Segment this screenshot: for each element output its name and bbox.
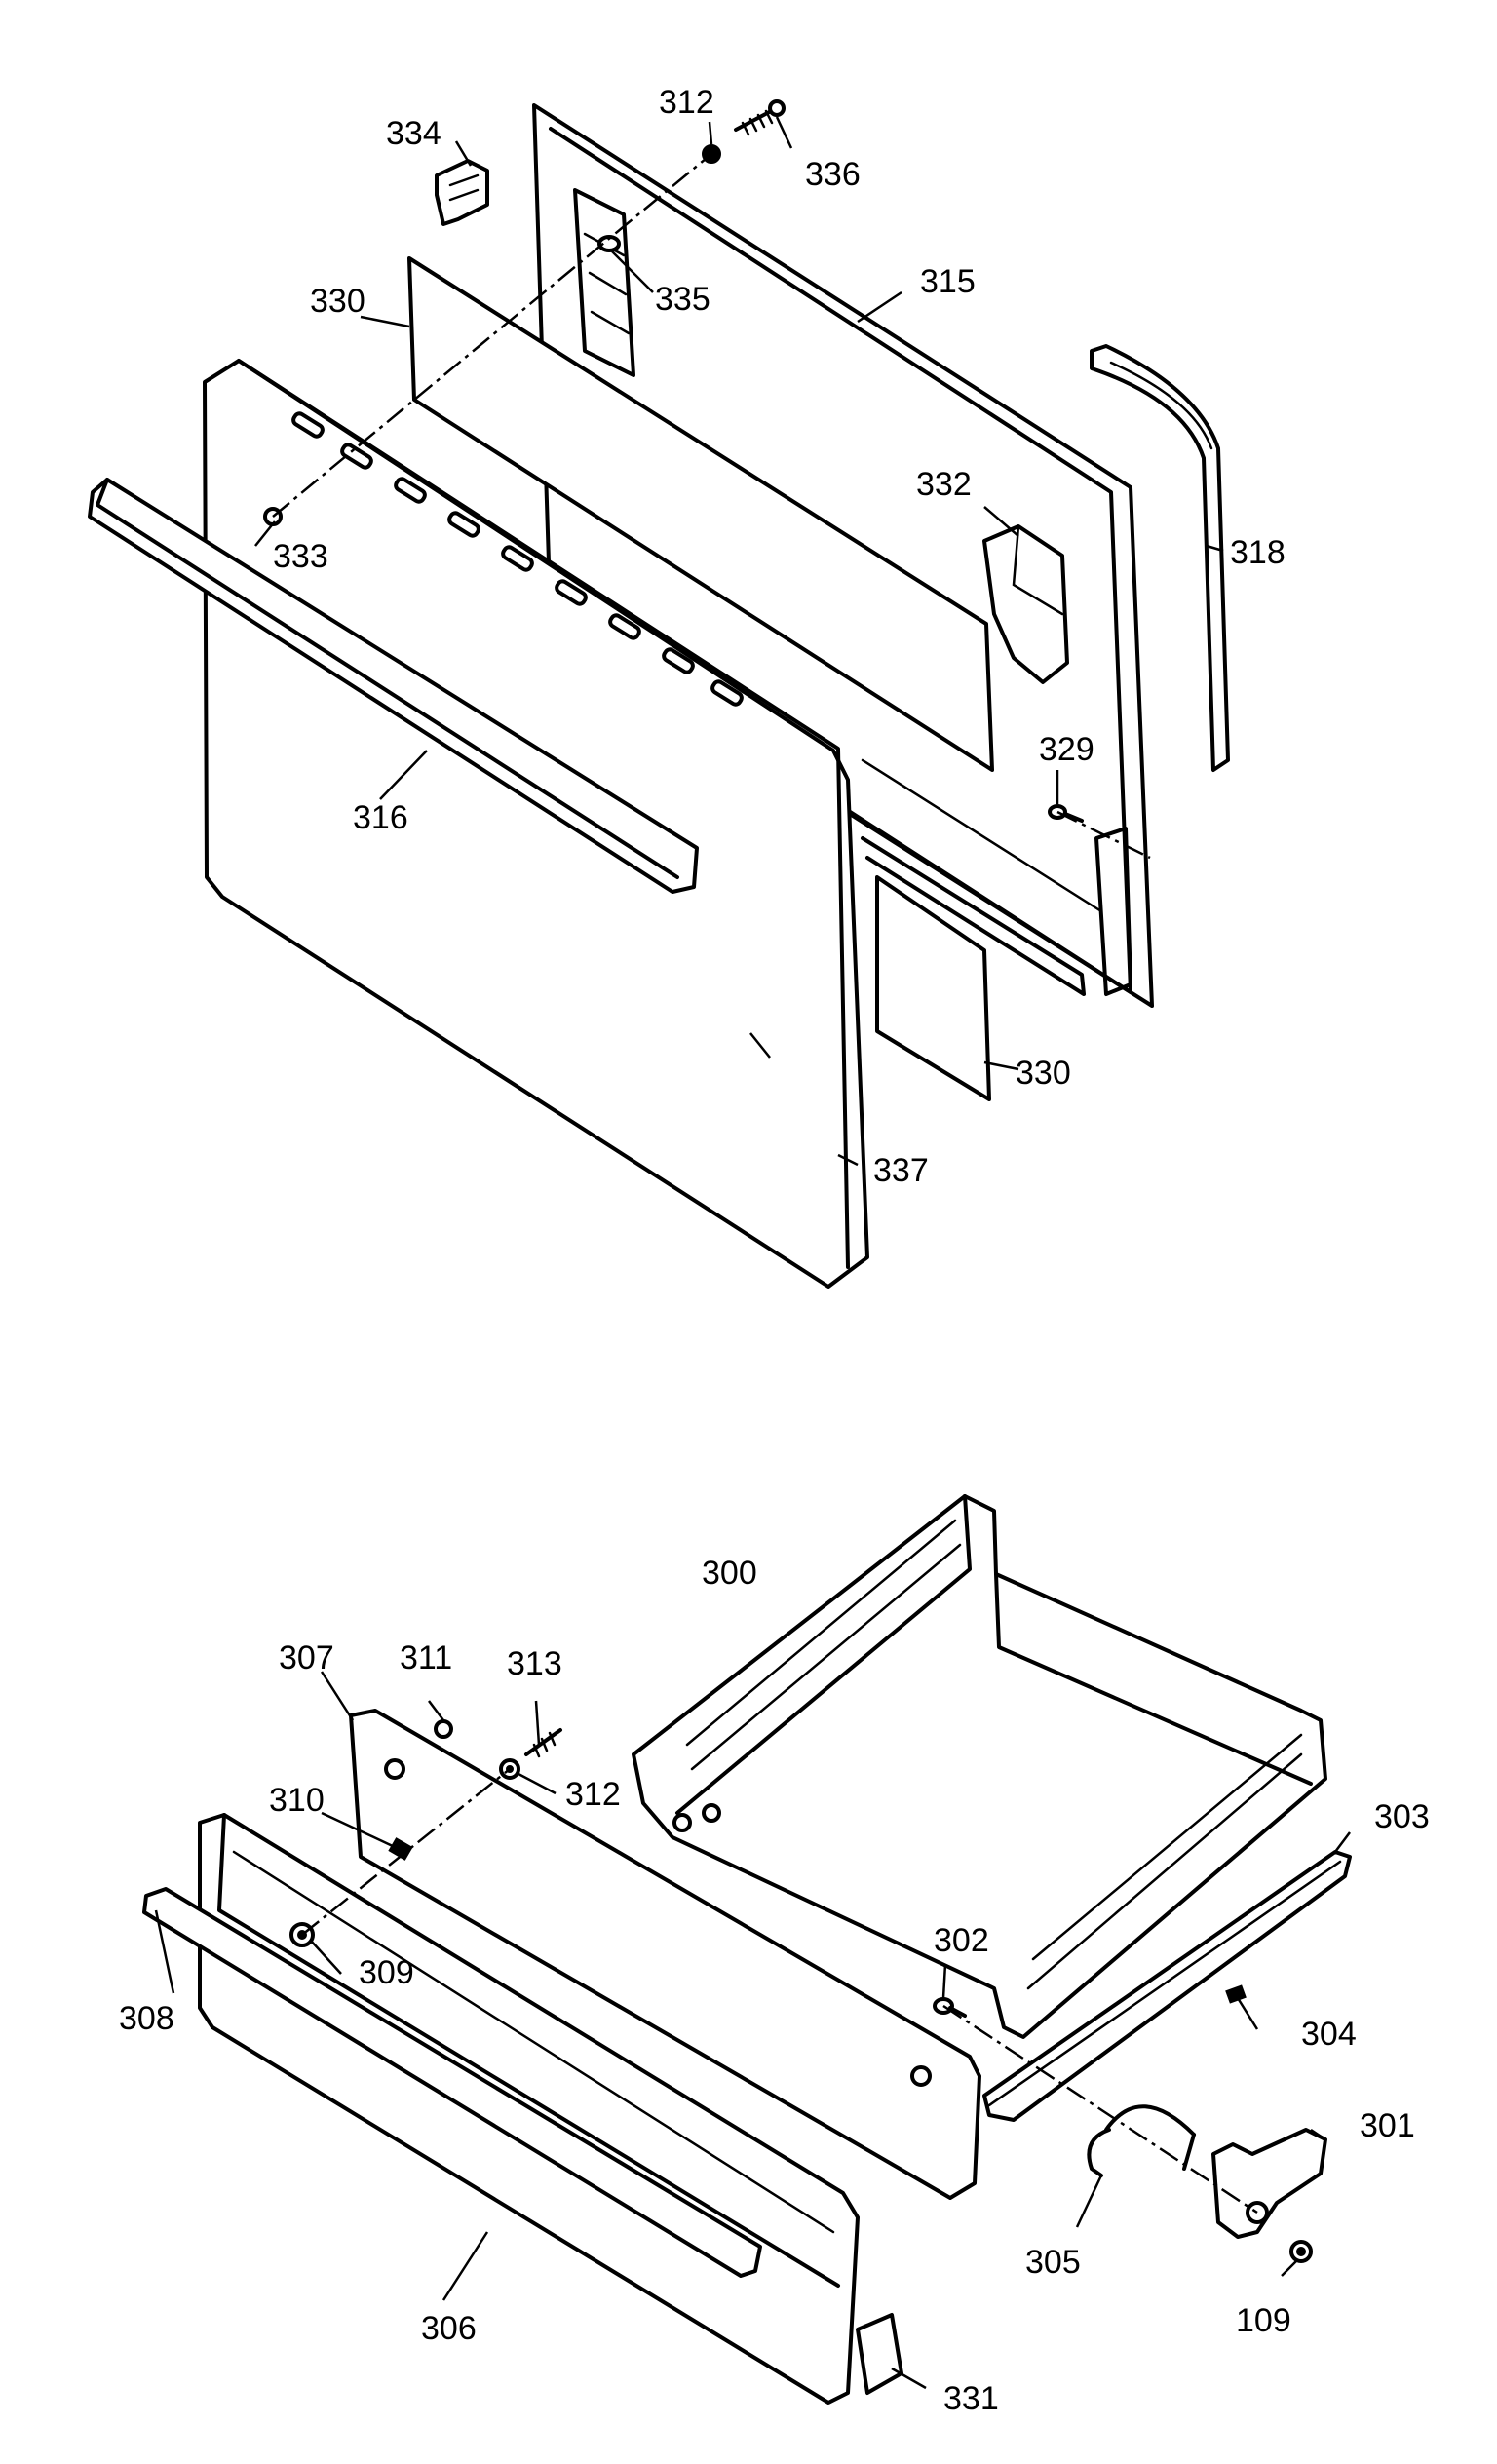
callout-331: 331 bbox=[943, 2380, 999, 2417]
spring-305 bbox=[1087, 2104, 1196, 2177]
oven-door-assembly bbox=[88, 99, 1230, 1289]
nut-109 bbox=[1289, 2240, 1313, 2263]
leader-lines bbox=[154, 116, 1351, 2390]
callout-303: 303 bbox=[1374, 1798, 1430, 1835]
callout-300: 300 bbox=[702, 1555, 757, 1592]
callout-334: 334 bbox=[386, 115, 441, 152]
drawer-assembly bbox=[142, 1494, 1352, 2405]
callout-304: 304 bbox=[1301, 2016, 1357, 2053]
callout-330-bottom: 330 bbox=[1016, 1055, 1071, 1092]
callout-335: 335 bbox=[655, 281, 710, 318]
callout-318: 318 bbox=[1230, 534, 1286, 571]
alignment-line-hinge bbox=[942, 2004, 1258, 2214]
vent-slots bbox=[291, 411, 744, 707]
callout-336: 336 bbox=[805, 156, 861, 193]
callout-316: 316 bbox=[353, 799, 408, 836]
callout-312-bottom: 312 bbox=[565, 1776, 621, 1813]
callout-329: 329 bbox=[1039, 731, 1094, 768]
drawer-glide-331 bbox=[856, 2313, 903, 2395]
nut-311 bbox=[434, 1719, 453, 1739]
callout-109: 109 bbox=[1236, 2302, 1291, 2339]
callout-332: 332 bbox=[916, 466, 972, 503]
alignment-line-screw-329 bbox=[1056, 810, 1151, 860]
callout-337: 337 bbox=[873, 1152, 929, 1189]
bracket-301 bbox=[1211, 2128, 1327, 2239]
bracket-clip-334 bbox=[435, 159, 489, 226]
callout-307: 307 bbox=[279, 1639, 334, 1676]
callout-333: 333 bbox=[273, 538, 328, 575]
callout-308: 308 bbox=[119, 2000, 174, 2037]
alignment-line-top bbox=[272, 153, 712, 518]
callout-numbers: 334 312 336 330 335 315 333 332 318 329 … bbox=[119, 84, 1430, 2417]
callout-311: 311 bbox=[400, 1639, 452, 1676]
drawer-inner-panel-307 bbox=[349, 1709, 981, 2200]
stud-302 bbox=[933, 1997, 967, 2018]
callout-302: 302 bbox=[934, 1922, 989, 1959]
callout-330-top: 330 bbox=[310, 283, 365, 320]
callout-305: 305 bbox=[1025, 2244, 1081, 2281]
callout-309: 309 bbox=[359, 1954, 414, 1991]
callout-301: 301 bbox=[1360, 2107, 1415, 2144]
stud-335 bbox=[597, 235, 621, 252]
callout-310: 310 bbox=[269, 1782, 325, 1819]
screw-336 bbox=[734, 99, 786, 136]
callout-315: 315 bbox=[920, 263, 976, 300]
door-hinge-bracket bbox=[861, 758, 1132, 996]
insulation-panel-330-top bbox=[407, 256, 994, 772]
callout-313: 313 bbox=[507, 1645, 562, 1682]
clip-310 bbox=[388, 1837, 413, 1861]
screw-313 bbox=[524, 1728, 562, 1758]
drawer-body-300 bbox=[632, 1494, 1327, 2039]
drawer-handle-308 bbox=[142, 1887, 762, 2278]
roller-304 bbox=[1225, 1984, 1247, 2004]
outer-door-panel-337 bbox=[203, 359, 869, 1289]
insulation-panel-330-bottom bbox=[875, 875, 991, 1101]
door-trim-318 bbox=[1090, 344, 1230, 772]
alignment-line-drawer bbox=[301, 1768, 511, 1936]
hinge-block-332 bbox=[982, 524, 1069, 684]
door-handle-316 bbox=[88, 478, 699, 894]
callout-312-top: 312 bbox=[659, 84, 714, 121]
callout-306: 306 bbox=[421, 2310, 477, 2347]
